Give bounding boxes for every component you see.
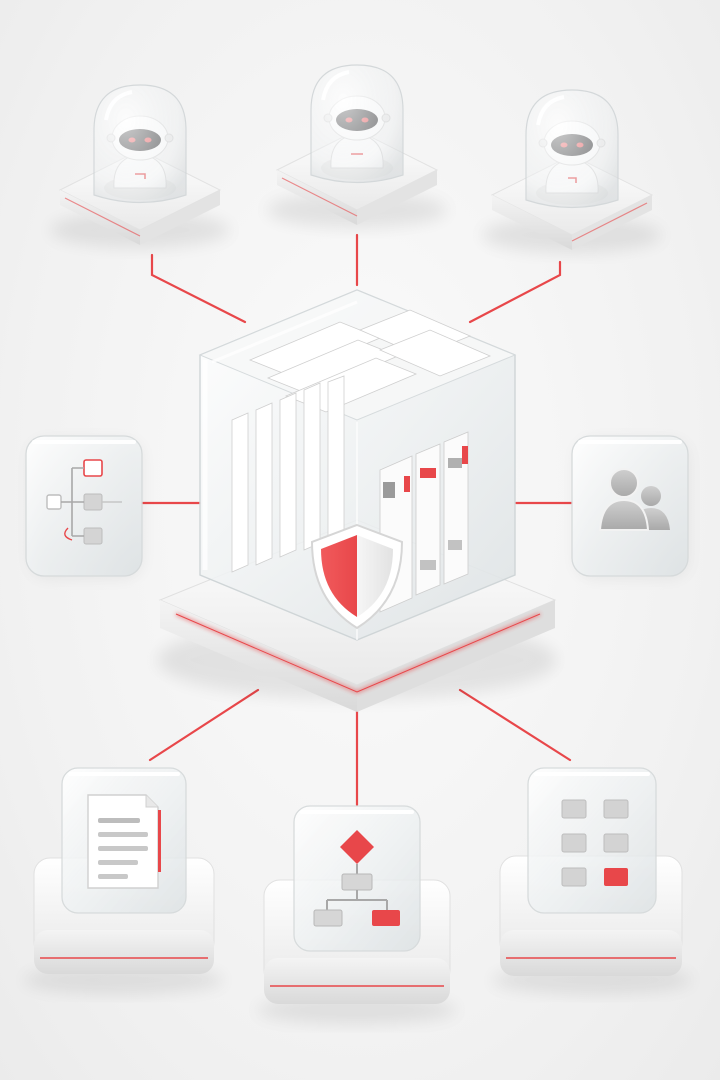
hierarchy-icon — [313, 830, 400, 927]
connector-document — [148, 688, 260, 762]
workflow-node — [25, 435, 143, 578]
robot-agent-center — [267, 64, 447, 228]
grid-icon — [561, 799, 629, 887]
secure-data-cube — [157, 289, 557, 712]
hierarchy-node — [257, 805, 457, 1024]
users-icon — [598, 468, 670, 531]
connector-grid — [458, 688, 572, 762]
connector-robot-right — [468, 260, 562, 324]
shield-icon — [310, 523, 404, 630]
connector-lines — [140, 233, 574, 807]
users-node — [571, 435, 689, 578]
document-icon — [87, 794, 161, 889]
glass-dome — [310, 64, 404, 184]
robot-agent-left — [50, 84, 230, 248]
robot-agent-right — [482, 89, 662, 253]
glass-dome — [93, 84, 187, 204]
document-node — [24, 767, 224, 994]
grid-node — [492, 767, 692, 994]
glass-dome — [525, 89, 619, 209]
connector-robot-left — [150, 253, 247, 324]
flowchart-icon — [46, 459, 122, 545]
